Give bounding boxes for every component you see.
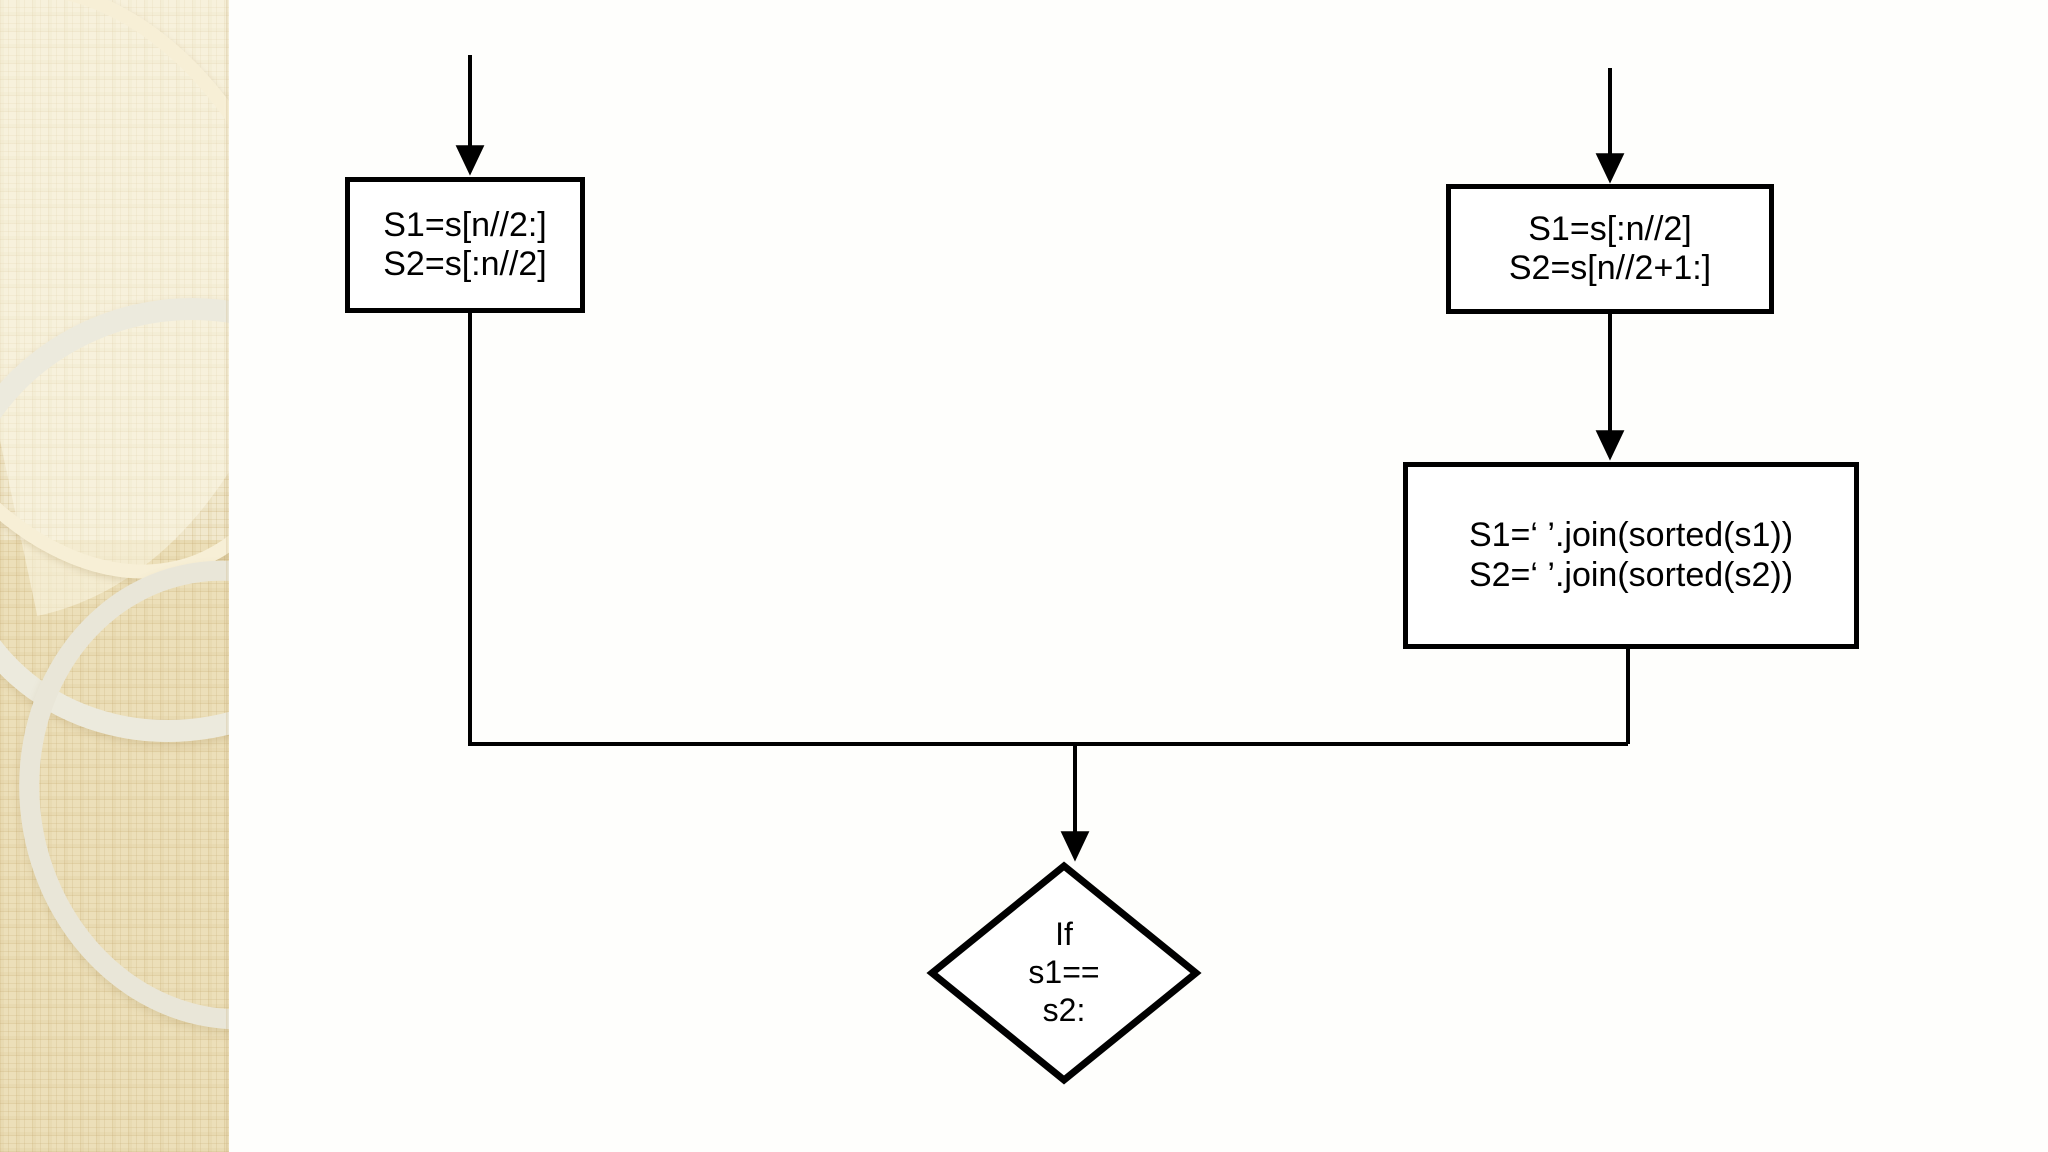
decision-node-if-compare-text: If s1== s2: — [928, 862, 1200, 1084]
sidebar-edge — [226, 0, 229, 1152]
process-node-split-right-line-1: S1=s[:n//2] — [1528, 209, 1692, 248]
sidebar-top-band — [0, 0, 229, 540]
decision-node-line-1: If — [1055, 916, 1073, 953]
process-node-join-sorted-line-1: S1=‘ ’.join(sorted(s1)) — [1468, 516, 1794, 555]
process-node-split-right[interactable]: S1=s[:n//2] S2=s[n//2+1:] — [1446, 184, 1774, 314]
decision-node-line-3: s2: — [1042, 991, 1086, 1028]
process-node-split-left-line-2: S2=s[:n//2] — [383, 245, 547, 283]
process-node-split-left[interactable]: S1=s[n//2:] S2=s[:n//2] — [345, 177, 585, 313]
sidebar-texture — [0, 0, 229, 1152]
decision-node-if-compare[interactable]: If s1== s2: — [926, 861, 1202, 1085]
decision-node-line-2: s1== — [1028, 954, 1100, 991]
process-node-split-right-line-2: S2=s[n//2+1:] — [1508, 249, 1712, 287]
decorative-sidebar — [0, 0, 229, 1152]
process-node-join-sorted-line-2: S2=‘ ’.join(sorted(s2)) — [1468, 555, 1794, 594]
decision-node-shape — [926, 861, 1202, 1085]
process-node-join-sorted[interactable]: S1=‘ ’.join(sorted(s1)) S2=‘ ’.join(sort… — [1403, 462, 1859, 649]
process-node-split-left-line-1: S1=s[n//2:] — [383, 205, 547, 244]
